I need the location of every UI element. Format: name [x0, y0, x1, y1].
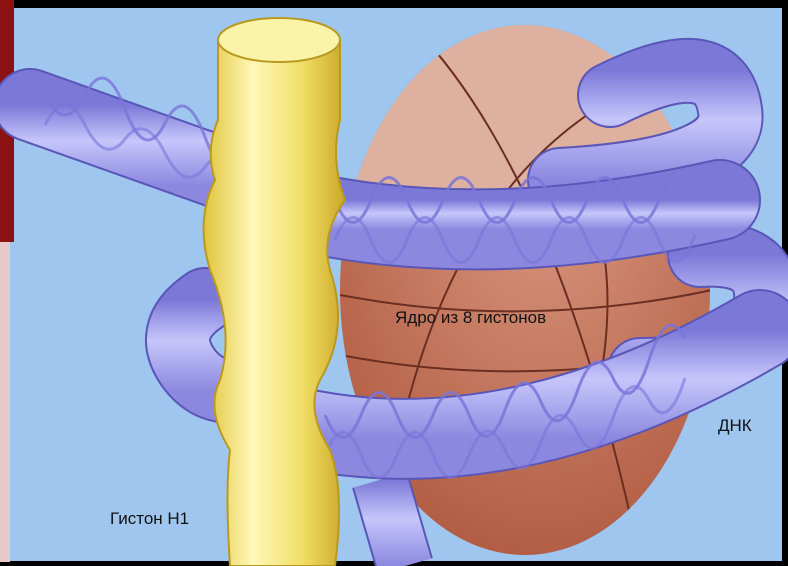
- side-bar-light: [0, 242, 10, 562]
- histone-h1-label: Гистон H1: [110, 509, 189, 528]
- core-label: Ядро из 8 гистонов: [395, 308, 546, 327]
- dna-strand-out: [380, 480, 405, 566]
- dna-label: ДНК: [718, 416, 752, 435]
- dna-wrap-upper: [320, 176, 720, 262]
